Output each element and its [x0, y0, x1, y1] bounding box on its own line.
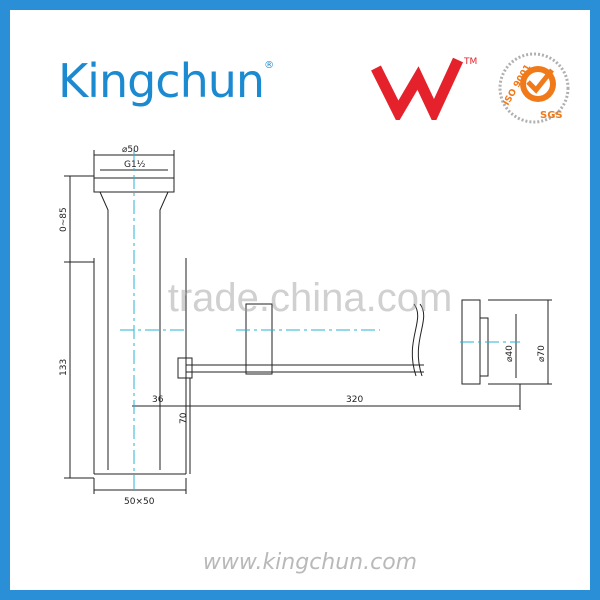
watermark-certification-icon: TM: [371, 57, 477, 120]
registered-mark: ®: [264, 60, 274, 71]
check-icon: [526, 68, 554, 94]
dim-body-size: 50×50: [124, 497, 155, 507]
dim-offset: 36: [152, 395, 164, 405]
dim-height-adjust: 0~85: [59, 207, 69, 232]
brand-logo: Kingchun®: [58, 54, 274, 108]
dim-dia-70: ⌀70: [537, 345, 547, 362]
dim-dia-40: ⌀40: [505, 345, 515, 362]
dim-pipe-length: 320: [346, 395, 363, 405]
website-url: www.kingchun.com: [202, 550, 418, 575]
iso-sgs-seal-icon: ISO 9001 SGS: [498, 52, 570, 124]
dim-outlet-height: 70: [179, 412, 189, 424]
brand-name: Kingchun: [58, 54, 265, 108]
bottle-trap-technical-drawing: ⌀50 G1½ 0~85 133 36 70 320 ⌀40 ⌀70 50×50: [59, 145, 552, 507]
dim-top-diameter: ⌀50: [122, 145, 139, 155]
trademark-mark: TM: [463, 57, 477, 67]
dim-thread: G1½: [124, 160, 146, 170]
sgs-label: SGS: [540, 110, 563, 121]
dim-height: 133: [59, 359, 69, 376]
